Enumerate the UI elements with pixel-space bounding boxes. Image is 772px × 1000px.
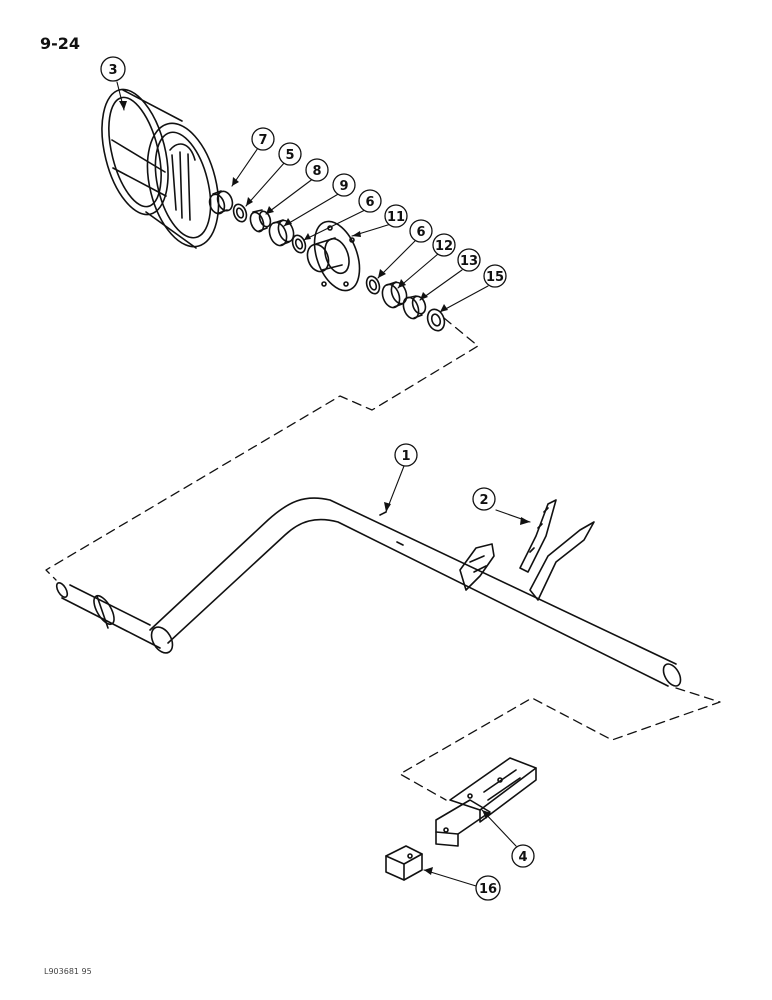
callout-12: 12: [432, 233, 456, 257]
seal-15: [426, 308, 446, 332]
callout-7-label: 7: [258, 133, 267, 148]
wheel-rim: [101, 88, 220, 249]
bearing-cup-9: [268, 219, 295, 247]
bearing-cone-13: [402, 295, 427, 320]
spacer-block-16: [385, 845, 423, 881]
callout-7: 7: [251, 127, 275, 151]
leader-arrowheads: [119, 101, 530, 875]
callout-9: 9: [332, 173, 356, 197]
callout-1: 1: [394, 443, 418, 467]
callout-16: 16: [475, 875, 501, 901]
bearing-cup-12: [381, 281, 408, 309]
callout-11: 11: [384, 204, 408, 228]
callout-9-label: 9: [339, 179, 348, 194]
callout-6-upper: 6: [358, 189, 382, 213]
support-plate-4: [435, 757, 537, 847]
callout-13-label: 13: [460, 254, 478, 269]
seal-5: [232, 203, 248, 223]
callout-4-label: 4: [518, 850, 527, 865]
callout-11-label: 11: [387, 210, 405, 225]
bearing-cup-7: [208, 190, 234, 215]
callout-5-label: 5: [285, 148, 294, 163]
axle-1: [55, 497, 682, 687]
callout-15-label: 15: [486, 270, 504, 285]
bearing-cone-8: [249, 209, 272, 233]
callout-4: 4: [511, 844, 535, 868]
callout-3-label: 3: [108, 63, 117, 78]
leader-lines: [116, 81, 531, 887]
callout-1-label: 1: [401, 449, 410, 464]
callout-2-label: 2: [479, 493, 488, 508]
callout-8: 8: [305, 158, 329, 182]
hub-11: [306, 220, 361, 292]
washer-6-inner: [291, 234, 307, 254]
callout-5: 5: [278, 142, 302, 166]
callout-3: 3: [100, 56, 126, 82]
callouts: 3 7 5 8 9 6 11 6 12 13 15 1 2 4 16: [100, 56, 535, 901]
callout-13: 13: [457, 248, 481, 272]
page-number: 9-24: [40, 34, 81, 53]
callout-8-label: 8: [312, 164, 321, 179]
washer-6-outer: [365, 275, 381, 295]
mounting-bracket-2: [459, 499, 595, 601]
callout-6-upper-label: 6: [365, 195, 374, 210]
callout-6-lower-label: 6: [416, 225, 425, 240]
callout-15: 15: [483, 264, 507, 288]
callout-6-lower: 6: [409, 219, 433, 243]
figure-code: L903681 95: [44, 967, 92, 976]
callout-12-label: 12: [435, 239, 453, 254]
assembly-dashed-lines: [45, 317, 721, 801]
callout-2: 2: [472, 487, 496, 511]
callout-16-label: 16: [479, 882, 497, 897]
